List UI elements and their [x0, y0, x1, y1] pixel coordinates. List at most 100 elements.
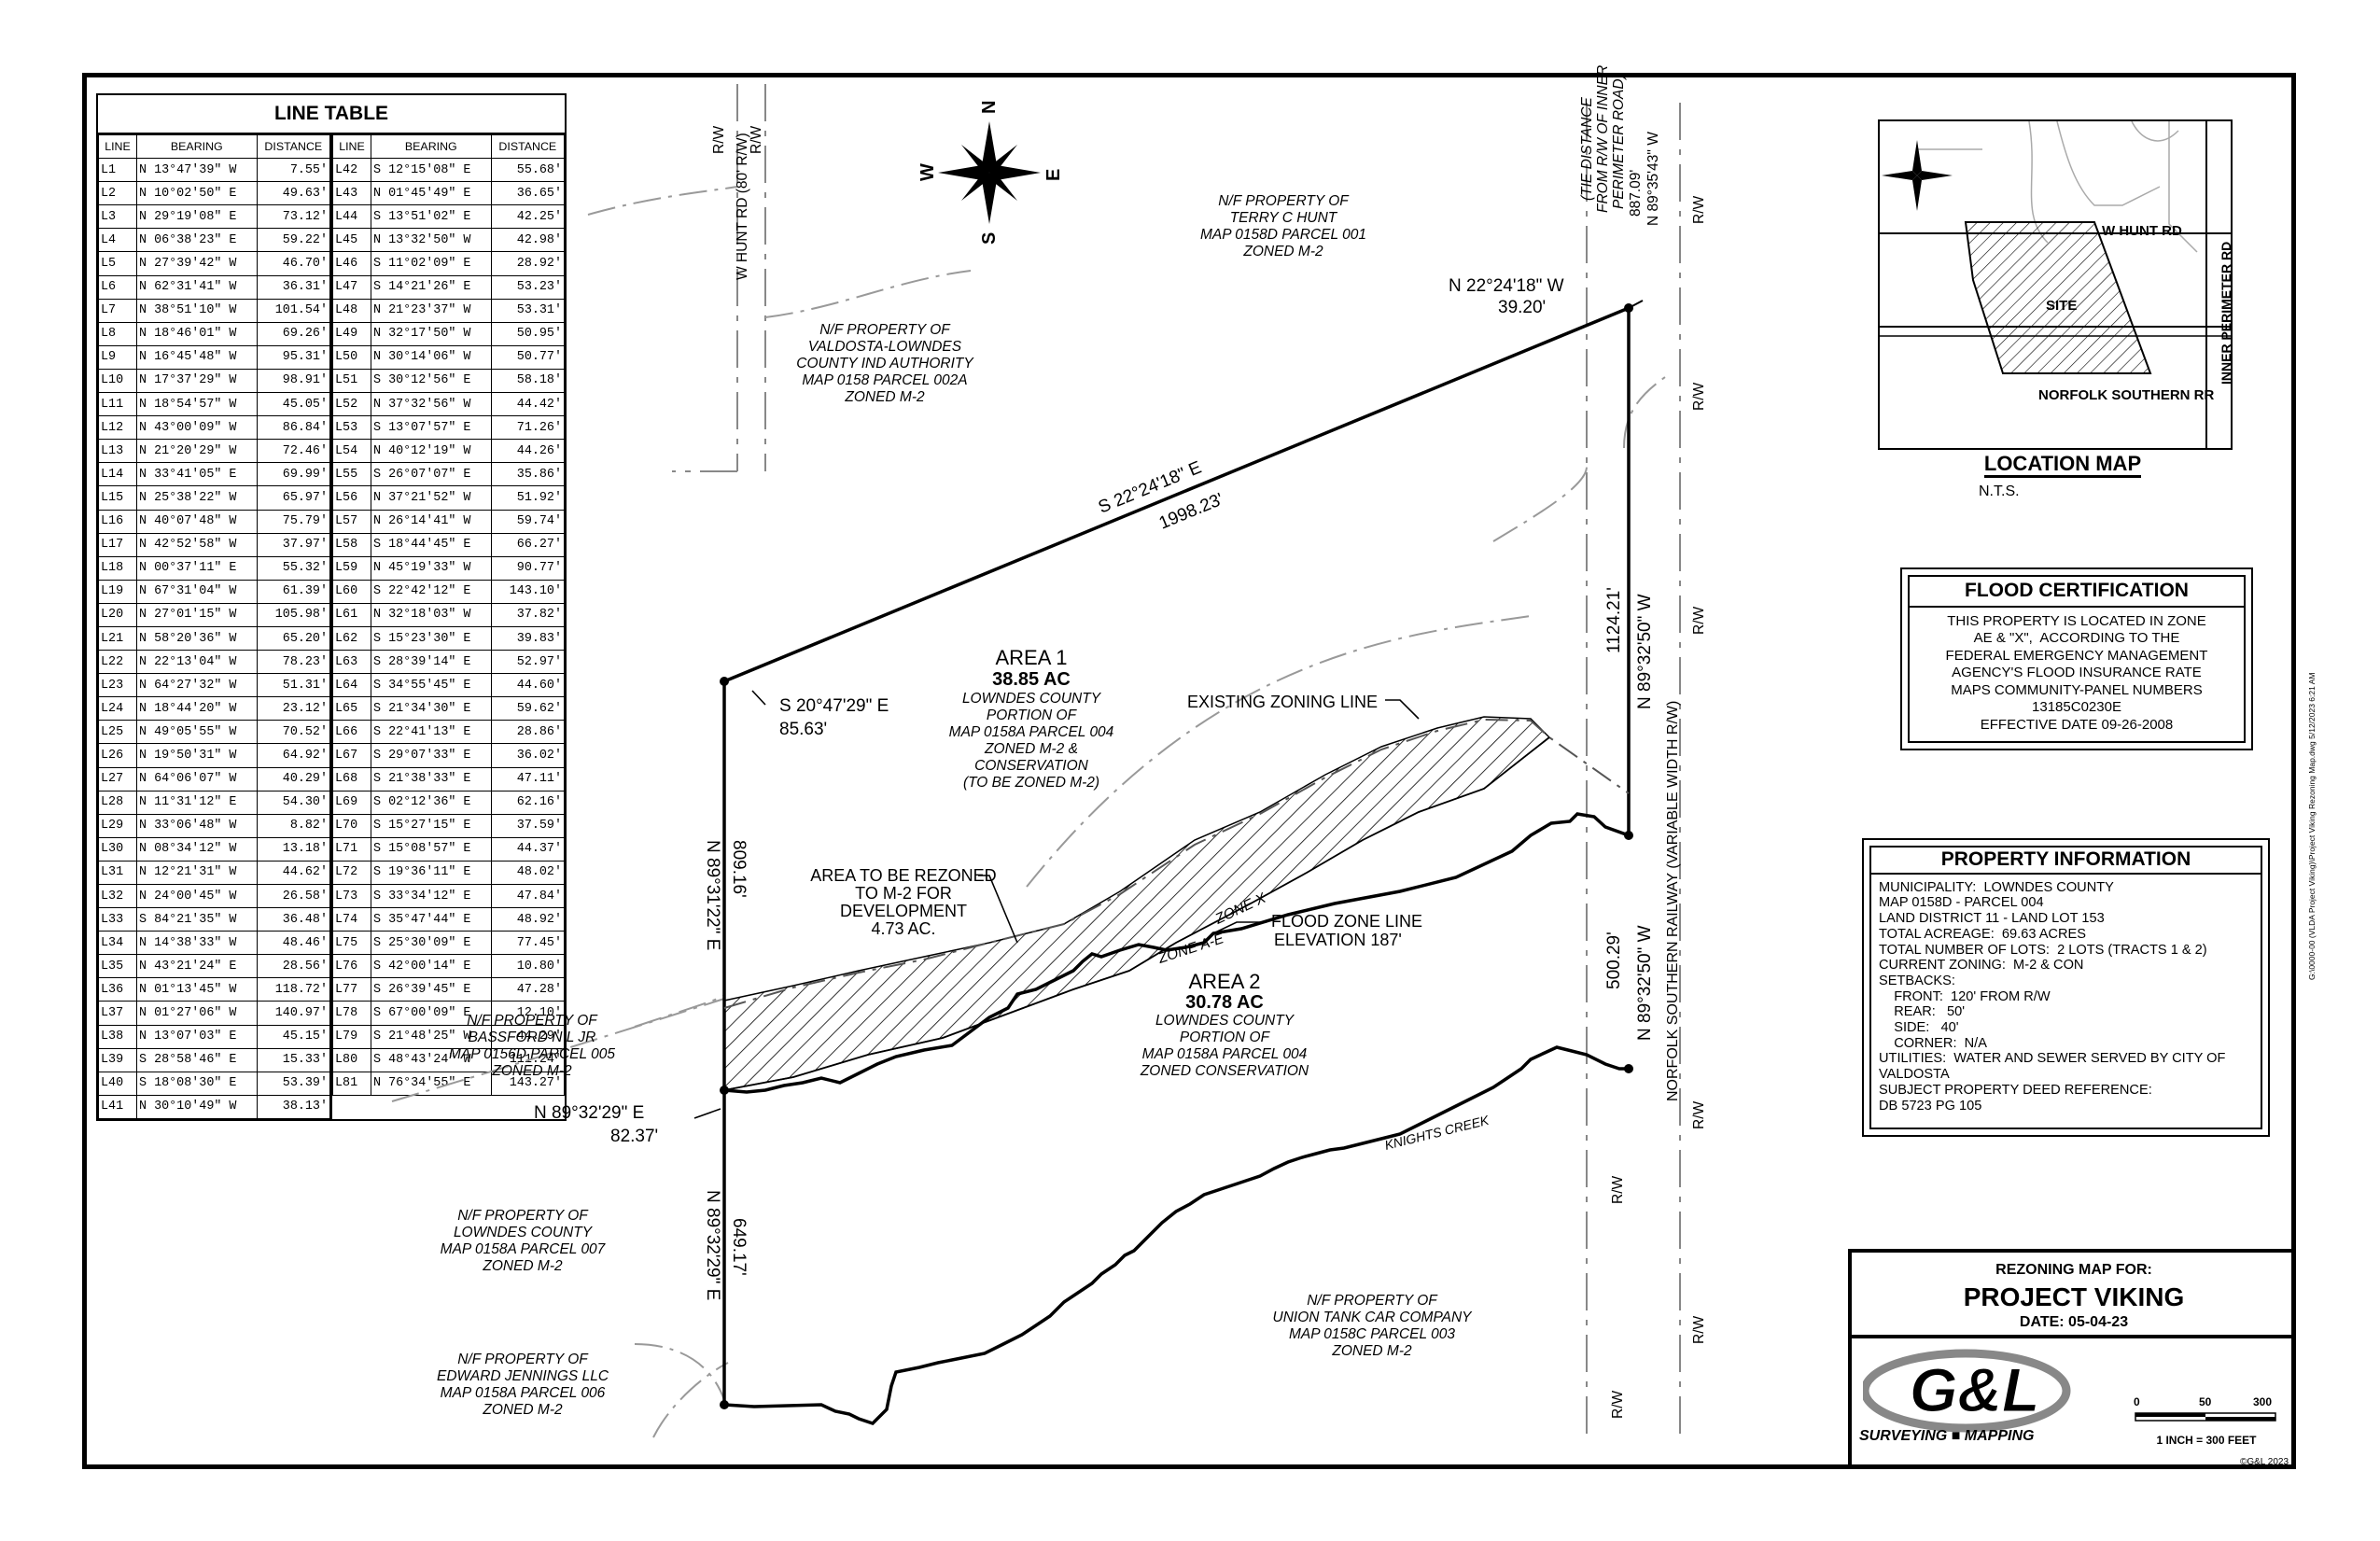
property-line: MUNICIPALITY: LOWNDES COUNTY [1879, 879, 2114, 895]
line-bearing: N 22°13'04" W [136, 650, 258, 675]
line-bearing: S 13°07'57" E [371, 415, 492, 441]
scale-300: 300 [2253, 1395, 2272, 1408]
line-id: L44 [332, 204, 371, 230]
line-id: L27 [98, 766, 137, 792]
company-logo: G&L [1863, 1349, 2071, 1433]
line-bearing: N 30°14'06" W [371, 344, 492, 370]
line-id: L47 [332, 274, 371, 300]
line-id: L2 [98, 181, 137, 206]
line-id: L39 [98, 1047, 137, 1072]
line-distance: 28.56' [256, 954, 331, 979]
line-bearing: N 27°01'15" W [136, 602, 258, 627]
line-distance: 73.12' [256, 204, 331, 230]
line-distance: 37.59' [490, 813, 566, 838]
line-distance: 46.70' [256, 251, 331, 276]
line-distance: 111.24' [490, 1047, 566, 1072]
line-bearing: N 25°38'22" W [136, 485, 258, 511]
line-bearing: N 18°54'57" W [136, 392, 258, 417]
line-distance: 36.02' [490, 743, 566, 768]
line-bearing: S 18°08'30" E [136, 1071, 258, 1096]
line-bearing: S 26°39'45" E [371, 977, 492, 1002]
line-id: L14 [98, 462, 137, 487]
line-id: L29 [98, 813, 137, 838]
line-bearing: N 33°06'48" W [136, 813, 258, 838]
flood-line: THIS PROPERTY IS LOCATED IN ZONE [1947, 612, 2206, 629]
line-id: L10 [98, 368, 137, 394]
line-bearing: N 13°07'03" E [136, 1024, 258, 1049]
location-north-arrow [1882, 140, 1953, 211]
line-distance: 53.23' [490, 274, 566, 300]
location-hunt-rd: W HUNT RD [2102, 223, 2182, 239]
property-information: PROPERTY INFORMATION MUNICIPALITY: LOWND… [1862, 838, 2270, 1137]
line-bearing: N 13°32'50" W [371, 228, 492, 253]
line-id: L53 [332, 415, 371, 441]
line-id: L46 [332, 251, 371, 276]
line-bearing: N 58°20'36" W [136, 625, 258, 651]
line-id: L66 [332, 720, 371, 745]
line-distance: 13.18' [256, 836, 331, 862]
line-id: L48 [332, 298, 371, 323]
line-bearing: N 43°00'09" W [136, 415, 258, 441]
line-distance: 36.65' [490, 181, 566, 206]
line-distance: 47.11' [490, 766, 566, 792]
line-id: L57 [332, 509, 371, 534]
line-bearing: S 11°02'09" E [371, 251, 492, 276]
line-id: L24 [98, 696, 137, 721]
line-distance: 7.55' [256, 158, 331, 183]
property-line: TOTAL NUMBER OF LOTS: 2 LOTS (TRACTS 1 &… [1879, 942, 2207, 958]
line-bearing: S 48°43'24" W [371, 1047, 492, 1072]
line-distance: 55.68' [490, 158, 566, 183]
line-bearing: N 21°23'37" W [371, 298, 492, 323]
line-id: L70 [332, 813, 371, 838]
line-distance: 50.95' [490, 321, 566, 346]
line-distance: 65.97' [256, 485, 331, 511]
line-bearing: N 10°02'50" E [136, 181, 258, 206]
property-line: UTILITIES: WATER AND SEWER SERVED BY CIT… [1879, 1051, 2226, 1067]
line-id: L56 [332, 485, 371, 511]
col-bearing: BEARING [371, 133, 492, 160]
line-bearing: N 29°19'08" E [136, 204, 258, 230]
line-distance: 61.39' [256, 579, 331, 604]
line-bearing: N 01°45'49" E [371, 181, 492, 206]
line-id: L72 [332, 860, 371, 886]
location-map-title: LOCATION MAP [1941, 452, 2184, 478]
line-id: L64 [332, 673, 371, 698]
line-distance: 38.13' [256, 1094, 331, 1119]
line-distance: 69.99' [256, 462, 331, 487]
line-distance: 48.02' [490, 860, 566, 886]
line-id: L42 [332, 158, 371, 183]
location-inner-perimeter: INNER PERIMETER RD [2219, 242, 2231, 385]
line-bearing: S 26°07'07" E [371, 462, 492, 487]
line-distance: 77.45' [490, 931, 566, 956]
line-bearing: N 62°31'41" W [136, 274, 258, 300]
line-id: L15 [98, 485, 137, 511]
line-id: L21 [98, 625, 137, 651]
line-id: L3 [98, 204, 137, 230]
line-distance: 12.10' [490, 1001, 566, 1026]
line-id: L32 [98, 883, 137, 909]
